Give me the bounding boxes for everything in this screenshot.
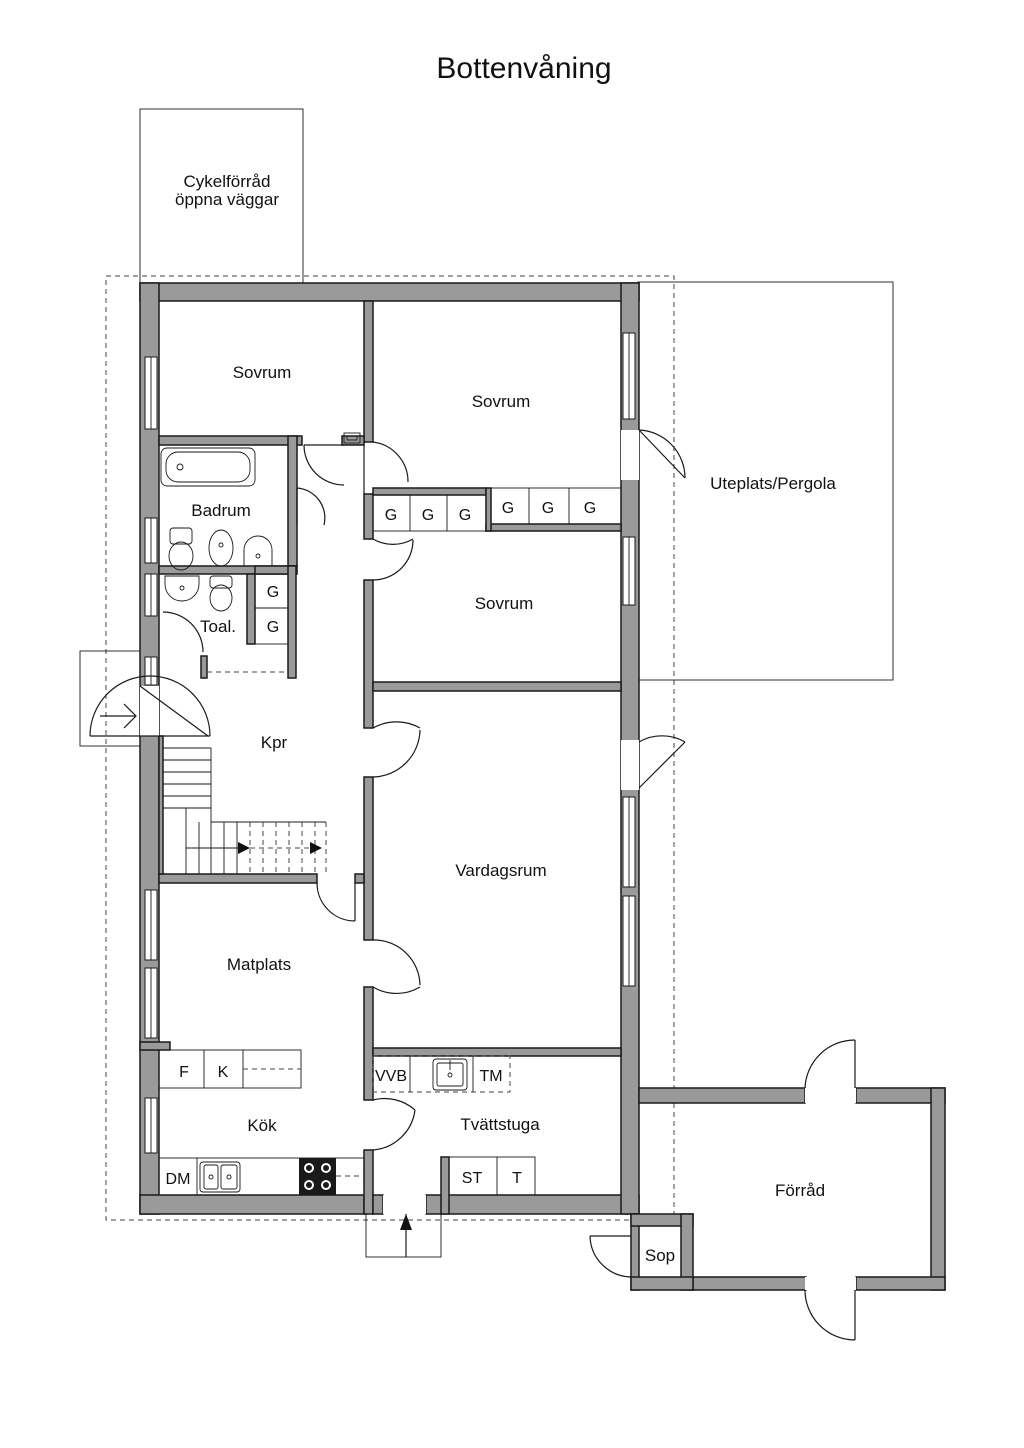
laundry-sink-icon [432,1058,468,1091]
room-label-cykelforrad: Cykelförråd [184,172,271,191]
freezer-label: F [179,1064,189,1081]
dishwasher-label: DM [166,1171,191,1188]
property-outline [105,275,675,1221]
wardrobe-label: G [385,507,397,524]
plan-title: Bottenvåning [436,52,611,85]
bathtub-icon [160,447,256,487]
room-label-sovrum: Sovrum [475,594,534,613]
wardrobe-label: G [267,584,279,601]
sink-icon [243,535,273,567]
wardrobe-label: G [542,500,554,517]
room-label-badrum: Badrum [191,501,251,520]
room-label-tvattstuga: Tvättstuga [460,1115,540,1134]
kitchen-counters [158,1049,365,1196]
toilet-icon [168,527,194,571]
room-label-kok: Kök [247,1116,277,1135]
toal-toilet-icon [209,575,233,612]
room-label-uteplats: Uteplats/Pergola [710,474,836,493]
stairs [163,747,327,874]
water-heater-label: VVB [375,1068,407,1085]
wardrobe-label: G [459,507,471,524]
entrance-step-left [79,650,143,747]
toal-sink-icon [164,575,200,602]
room-label-cykelforrad-note: öppna väggar [175,190,279,209]
room-label-sovrum: Sovrum [472,392,531,411]
stove-icon [299,1158,336,1195]
room-label-kpr: Kpr [261,733,288,752]
wardrobe-label: G [267,619,279,636]
doors [89,429,856,1341]
fridge-label: K [218,1064,229,1081]
wardrobe-label: G [502,500,514,517]
room-label-vardagsrum: Vardagsrum [455,861,546,880]
room-label-forrad: Förråd [775,1181,825,1200]
dryer-label: TM [479,1068,502,1085]
room-label-sovrum: Sovrum [233,363,292,382]
wardrobe-label: G [422,507,434,524]
room-label-sop: Sop [645,1246,675,1265]
forrad-walls [630,1087,946,1291]
room-label-matplats: Matplats [227,955,291,974]
room-label-toalett: Toal. [200,617,236,636]
kitchen-sink-icon [199,1161,241,1193]
vent-icon [343,432,361,444]
windows [144,332,636,1154]
wardrobe-label: G [584,500,596,517]
drying-cabinet-label: ST [462,1170,483,1187]
bidet-icon [208,529,234,567]
wardrobes [254,487,622,645]
washer-label: T [512,1170,522,1187]
laundry-counters [372,1055,536,1196]
